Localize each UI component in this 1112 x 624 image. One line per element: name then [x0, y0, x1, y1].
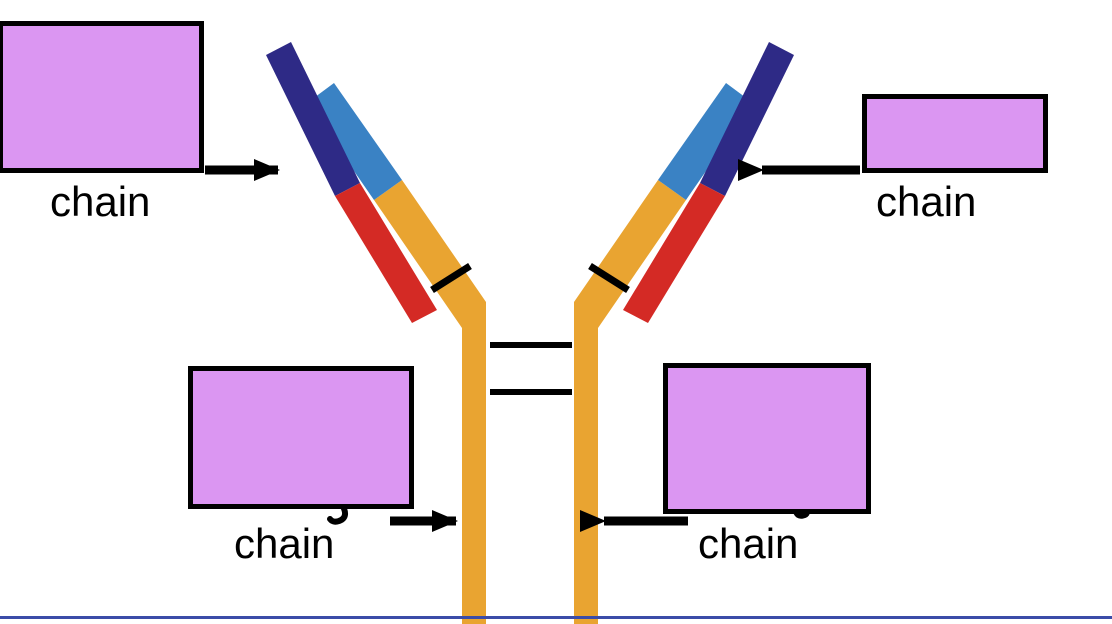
right-light-chain-constant-segment — [623, 183, 725, 323]
covered-answer-box-top-right[interactable] — [862, 94, 1048, 173]
left-light-chain-constant-segment — [335, 183, 437, 323]
left-heavy-chain — [307, 83, 486, 624]
covered-answer-box-bottom-left[interactable] — [188, 366, 414, 509]
right-heavy-chain — [574, 83, 753, 624]
covered-answer-box-bottom-right[interactable] — [663, 363, 871, 514]
left-heavy-chain-variable-segment — [307, 83, 402, 200]
label-top-right: chain — [876, 178, 977, 225]
page-bottom-rule — [0, 616, 1112, 619]
label-bottom-right: chain — [698, 520, 799, 567]
left-heavy-chain-constant-segment — [374, 180, 486, 624]
hidden-text-descender-bottom-left — [327, 500, 348, 525]
right-interchain-disulfide-bond — [588, 263, 630, 293]
left-light-chain — [266, 42, 437, 323]
right-light-chain — [623, 42, 794, 323]
right-heavy-chain-constant-segment — [574, 180, 686, 624]
label-bottom-left: chain — [234, 520, 335, 567]
right-heavy-chain-variable-segment — [658, 83, 753, 200]
left-interchain-disulfide-bond — [430, 263, 472, 293]
covered-answer-box-top-left[interactable] — [0, 21, 204, 173]
right-light-chain-variable-segment — [700, 42, 794, 196]
label-top-left: chain — [50, 178, 151, 225]
left-light-chain-variable-segment — [266, 42, 360, 196]
